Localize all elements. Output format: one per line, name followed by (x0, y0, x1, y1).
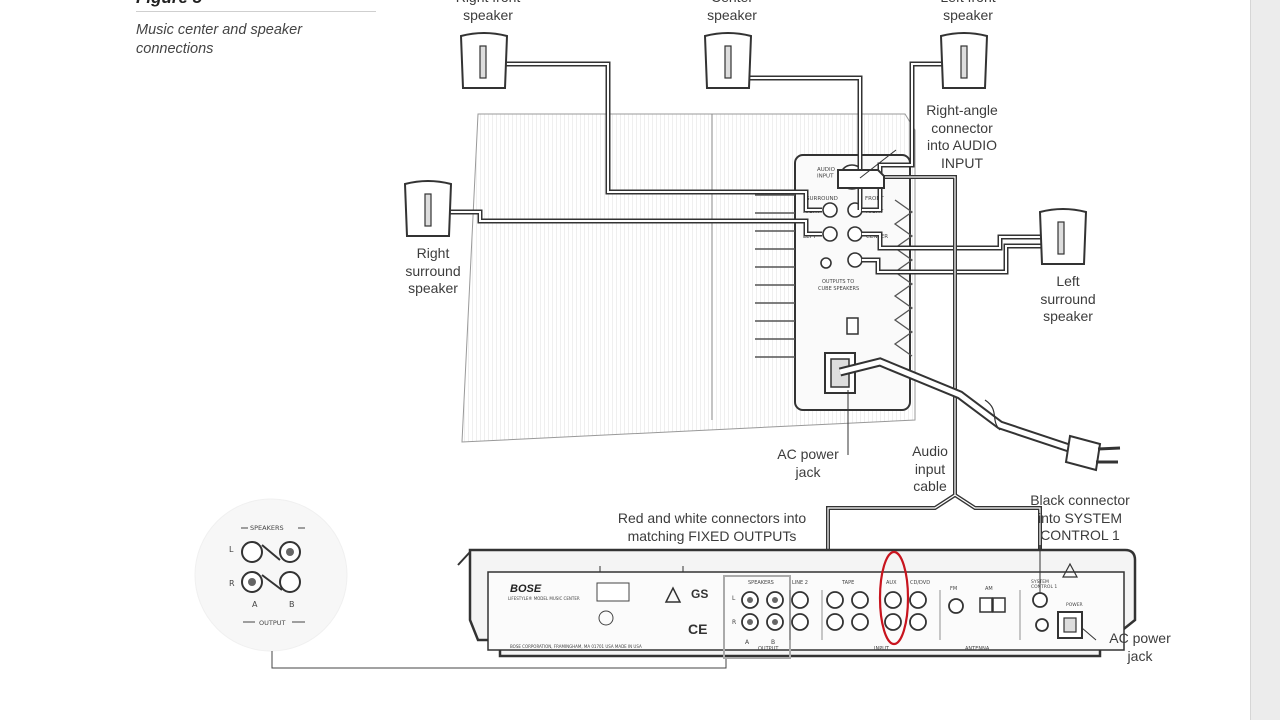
right-surround-speaker (403, 180, 453, 237)
mc-am-label: AM (985, 586, 993, 592)
right-angle-connector (837, 149, 897, 189)
label-red-white-connectors: Red and white connectors into matching F… (617, 510, 807, 544)
inset-l-label: L (229, 545, 234, 554)
label-ac-power-jack-module: AC power jack (777, 446, 839, 480)
label-black-connector: Black connector into SYSTEM CONTROL 1 (1030, 492, 1130, 543)
music-center-model: LIFESTYLE® MODEL MUSIC CENTER (508, 596, 580, 601)
inset-b-label: B (289, 600, 295, 609)
ac-power-cord (838, 357, 1121, 472)
mc-cddvd-label: CD/DVD (910, 580, 930, 586)
svg-text:CE: CE (688, 621, 707, 637)
speaker-output-inset: SPEAKERS L R A B OUTPUT (194, 498, 727, 669)
inset-output-label: OUTPUT (259, 619, 286, 627)
aux-highlight-ellipse (878, 550, 910, 646)
module-front-label: FRONT (865, 196, 884, 202)
mc-input-label: INPUT (874, 646, 890, 652)
label-center-speaker: Center speaker (707, 0, 757, 23)
mc-line2-label: LINE 2 (792, 580, 808, 586)
mc-l-label: L (732, 595, 736, 602)
figure-caption: Music center and speaker connections (136, 22, 303, 57)
figure-title: Figure 5 (136, 0, 202, 8)
label-ac-power-jack-center: AC power jack (1109, 630, 1171, 664)
music-center-corp: BOSE CORPORATION, FRAMINGHAM, MA 01701 U… (510, 644, 642, 649)
module-surround-label: SURROUND (806, 196, 838, 202)
mc-aux-label: AUX (886, 580, 897, 586)
inset-r-label: R (229, 579, 235, 588)
left-surround-speaker (1038, 208, 1088, 265)
center-speaker (703, 32, 753, 89)
inset-a-label: A (252, 600, 258, 609)
mc-power-label: POWER (1066, 602, 1083, 608)
label-audio-input-cable: Audio input cable (912, 443, 948, 494)
module-center-label: CENTER (866, 234, 888, 240)
inset-speakers-label: SPEAKERS (250, 524, 284, 532)
label-right-front-speaker: Right front speaker (456, 0, 521, 23)
label-left-front-speaker: Left front speaker (940, 0, 995, 23)
svg-text:GS: GS (691, 587, 708, 601)
module-cube-speakers-label: CUBE SPEAKERS (818, 286, 859, 292)
bose-logo: BOSE (510, 583, 542, 595)
mc-output-label: OUTPUT (758, 646, 779, 652)
music-center: BOSE LIFESTYLE® MODEL MUSIC CENTER BOSE … (457, 548, 1137, 659)
module-outputs-to-label: OUTPUTS TO (822, 279, 854, 285)
label-right-angle-connector: Right-angle connector into AUDIO INPUT (926, 102, 998, 171)
left-front-speaker (939, 32, 989, 89)
mc-r-label: R (732, 619, 736, 626)
mc-speakers-label: SPEAKERS (748, 580, 774, 586)
module-left-label-1: LEFT (803, 234, 817, 240)
mc-b-label: B (771, 639, 775, 646)
right-front-speaker (459, 32, 509, 89)
mc-antenna-label: ANTENNA (965, 646, 990, 652)
label-right-surround-speaker: Right surround speaker (405, 245, 461, 296)
mc-a-label: A (745, 639, 750, 646)
page-edge-margin (1250, 0, 1280, 720)
mc-tape-label: TAPE (841, 580, 854, 586)
label-left-surround-speaker: Left surround speaker (1040, 273, 1096, 324)
title-rule (136, 11, 376, 12)
mc-fm-label: FM (950, 586, 957, 592)
